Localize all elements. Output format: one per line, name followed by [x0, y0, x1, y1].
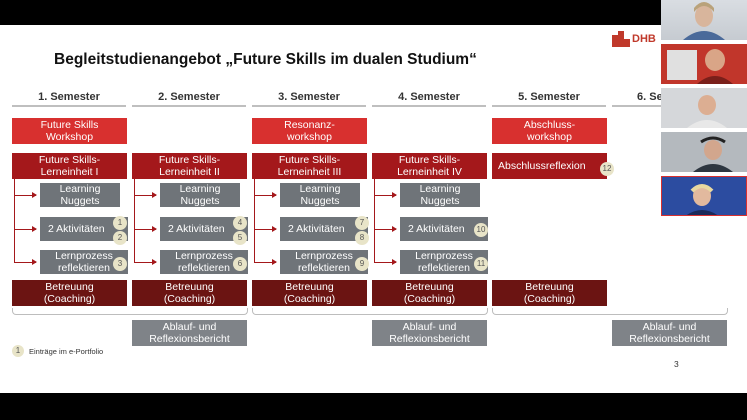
- portfolio-badge: 12: [600, 162, 614, 176]
- workshop-abschluss: Abschluss- workshop: [492, 118, 607, 144]
- participant-video-1[interactable]: [661, 0, 747, 40]
- arrow-icon: [134, 259, 157, 265]
- portfolio-badge: 2: [113, 231, 127, 245]
- semester-underline: [12, 105, 126, 107]
- betreuung-1: Betreuung (Coaching): [12, 280, 127, 306]
- participant-video-4[interactable]: [661, 132, 747, 172]
- learning-nuggets-3: Learning Nuggets: [280, 183, 360, 207]
- lernprozess-3: Lernprozess reflektieren: [280, 250, 368, 274]
- portfolio-badge: 10: [474, 223, 488, 237]
- portfolio-badge: 7: [355, 216, 369, 230]
- lernprozess-4: Lernprozess reflektieren: [400, 250, 488, 274]
- workshop-resonanz: Resonanz- workshop: [252, 118, 367, 144]
- lerneinheit-1: Future Skills- Lerneinheit I: [12, 153, 127, 179]
- workshop-future-skills: Future Skills Workshop: [12, 118, 127, 144]
- participant-video-5-active[interactable]: [661, 176, 747, 216]
- brace: [12, 308, 248, 315]
- aktivitaeten-3: 2 Aktivitäten: [280, 217, 368, 241]
- portfolio-badge: 1: [113, 216, 127, 230]
- portfolio-badge: 3: [113, 257, 127, 271]
- participant-avatar-icon: [662, 177, 746, 215]
- semester-header-1: 1. Semester: [38, 91, 100, 103]
- participant-avatar-icon: [683, 2, 725, 40]
- arrow-icon: [14, 226, 37, 232]
- ablauf-bericht-1: Ablauf- und Reflexionsbericht: [132, 320, 247, 346]
- lerneinheit-2: Future Skills- Lerneinheit II: [132, 153, 247, 179]
- arrow-icon: [254, 192, 277, 198]
- participant-video-2[interactable]: [661, 44, 747, 84]
- semester-underline: [372, 105, 486, 107]
- dhbw-logo: DHB: [612, 31, 656, 47]
- slide-title: Begleitstudienangebot „Future Skills im …: [54, 51, 477, 68]
- arrow-icon: [374, 226, 397, 232]
- arrow-icon: [134, 226, 157, 232]
- participant-video-3[interactable]: [661, 88, 747, 128]
- abschlussreflexion: Abschlussreflexion: [492, 153, 607, 179]
- portfolio-badge: 9: [355, 257, 369, 271]
- portfolio-badge: 11: [474, 257, 488, 271]
- portfolio-badge: 4: [233, 216, 247, 230]
- connector-line: [134, 179, 135, 263]
- logo-mark-icon: [612, 31, 630, 47]
- semester-header-5: 5. Semester: [518, 91, 580, 103]
- arrow-icon: [14, 192, 37, 198]
- page-number: 3: [674, 359, 679, 369]
- arrow-icon: [14, 259, 37, 265]
- participant-avatar-icon: [661, 88, 747, 128]
- portfolio-badge: 6: [233, 257, 247, 271]
- connector-line: [374, 179, 375, 263]
- aktivitaeten-4: 2 Aktivitäten: [400, 217, 488, 241]
- connector-line: [254, 179, 255, 263]
- arrow-icon: [374, 192, 397, 198]
- lerneinheit-3: Future Skills- Lerneinheit III: [252, 153, 367, 179]
- betreuung-3: Betreuung (Coaching): [252, 280, 367, 306]
- logo-text: DHB: [632, 33, 656, 45]
- ablauf-bericht-2: Ablauf- und Reflexionsbericht: [372, 320, 487, 346]
- betreuung-2: Betreuung (Coaching): [132, 280, 247, 306]
- ablauf-bericht-3: Ablauf- und Reflexionsbericht: [612, 320, 727, 346]
- portfolio-badge: 8: [355, 231, 369, 245]
- legend-text: Einträge im e-Portfolio: [29, 346, 104, 356]
- semester-header-4: 4. Semester: [398, 91, 460, 103]
- arrow-icon: [254, 226, 277, 232]
- betreuung-5: Betreuung (Coaching): [492, 280, 607, 306]
- semester-underline: [132, 105, 246, 107]
- betreuung-4: Betreuung (Coaching): [372, 280, 487, 306]
- arrow-icon: [134, 192, 157, 198]
- participant-avatar-icon: [661, 132, 747, 172]
- semester-header-3: 3. Semester: [278, 91, 340, 103]
- semester-underline: [612, 105, 672, 107]
- arrow-icon: [254, 259, 277, 265]
- legend: 1 Einträge im e-Portfolio: [12, 345, 103, 357]
- semester-header-2: 2. Semester: [158, 91, 220, 103]
- semester-underline: [252, 105, 366, 107]
- semester-header-6: 6. Se: [637, 91, 663, 103]
- learning-nuggets-1: Learning Nuggets: [40, 183, 120, 207]
- brace: [252, 308, 488, 315]
- connector-line: [14, 179, 15, 263]
- learning-nuggets-2: Learning Nuggets: [160, 183, 240, 207]
- portfolio-badge: 5: [233, 231, 247, 245]
- legend-badge: 1: [12, 345, 24, 357]
- learning-nuggets-4: Learning Nuggets: [400, 183, 480, 207]
- presentation-slide: Begleitstudienangebot „Future Skills im …: [0, 25, 747, 393]
- participant-avatar-icon: [661, 44, 747, 84]
- lerneinheit-4: Future Skills- Lerneinheit IV: [372, 153, 487, 179]
- brace: [492, 308, 728, 315]
- arrow-icon: [374, 259, 397, 265]
- semester-underline: [492, 105, 606, 107]
